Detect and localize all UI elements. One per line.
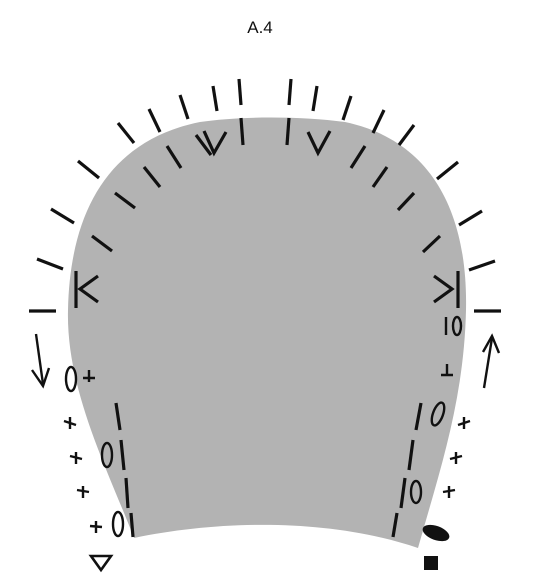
outer-strokes-right (287, 78, 501, 313)
arrow-down-icon (31, 333, 51, 389)
right-column-bars (391, 402, 423, 538)
arrow-up-icon (481, 333, 501, 389)
oval-stitches (64, 315, 463, 538)
v-stitches (74, 130, 460, 308)
chart-shape (67, 117, 467, 548)
left-column-bars (114, 402, 135, 538)
t-stitches-right (441, 364, 471, 498)
inner-strokes-left (91, 117, 245, 253)
inner-strokes-right (285, 117, 442, 254)
filled-square-icon (424, 556, 438, 570)
triangle-down-icon (88, 554, 114, 573)
diagram-title: A.4 (247, 18, 273, 37)
t-stitches-left (63, 370, 103, 533)
filled-oval-icon (422, 524, 450, 542)
outer-strokes-left (29, 78, 243, 313)
